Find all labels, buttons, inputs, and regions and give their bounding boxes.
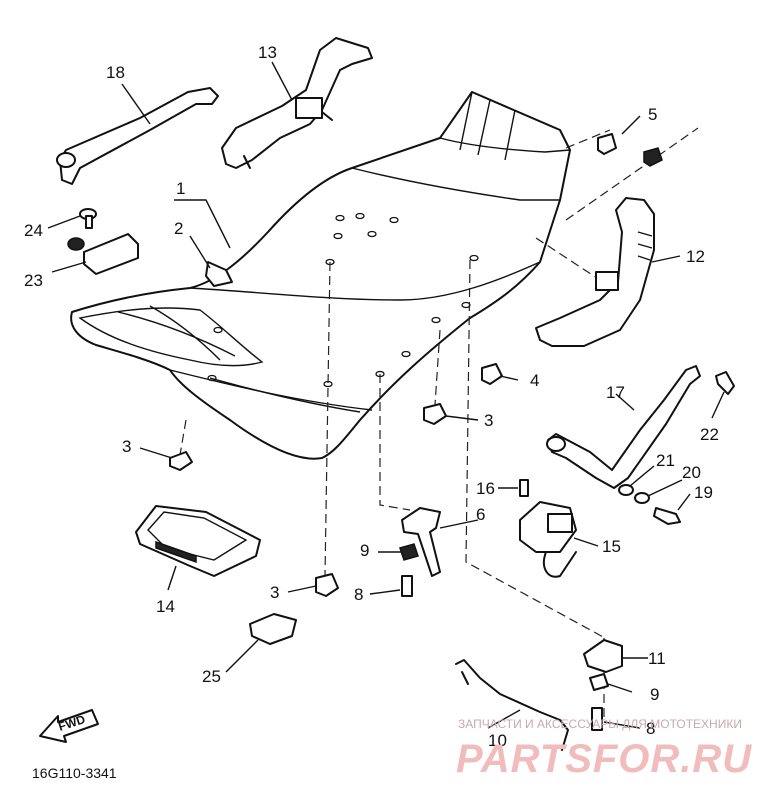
assembly-guide-lines xyxy=(179,127,699,720)
callout-10: 10 xyxy=(488,731,507,750)
callout-15: 15 xyxy=(602,537,621,556)
callout-14: 14 xyxy=(156,597,175,616)
callout-8a: 8 xyxy=(354,585,363,604)
diagram-code: 16G110-3341 xyxy=(32,765,117,781)
side-bar-17 xyxy=(546,365,701,489)
callout-3a: 3 xyxy=(122,437,131,456)
callout-3c: 3 xyxy=(270,583,279,602)
damper-block-23 xyxy=(67,233,139,275)
callout-5: 5 xyxy=(648,105,657,124)
callout-20: 20 xyxy=(682,463,701,482)
callout-9b: 9 xyxy=(650,685,659,704)
screw-24 xyxy=(79,208,97,229)
seat-lock-15 xyxy=(519,501,577,578)
callout-25: 25 xyxy=(202,667,221,686)
callout-4: 4 xyxy=(530,371,539,390)
callout-8b: 8 xyxy=(646,719,655,738)
callout-6: 6 xyxy=(476,505,485,524)
hook-bracket-6 xyxy=(401,507,441,577)
grab-bar-18 xyxy=(56,87,219,185)
callout-21: 21 xyxy=(656,451,675,470)
callout-2: 2 xyxy=(174,219,183,238)
callout-1: 1 xyxy=(176,179,185,198)
callout-16: 16 xyxy=(476,479,495,498)
forward-direction-arrow: FWD xyxy=(39,709,99,743)
callout-18: 18 xyxy=(106,63,125,82)
callout-23: 23 xyxy=(24,271,43,290)
callout-9a: 9 xyxy=(360,541,369,560)
hardware xyxy=(169,133,735,731)
leader-lines xyxy=(47,61,725,729)
callout-11: 11 xyxy=(648,649,666,668)
seat-assembly xyxy=(70,91,571,460)
bracket-13 xyxy=(221,37,373,169)
watermark: ЗАПЧАСТИ И АКСЕССУАРЫ ДЛЯ МОТОТЕХНИКИ PA… xyxy=(456,717,752,781)
watermark-brand: PARTSFOR.RU xyxy=(456,737,752,781)
callout-22: 22 xyxy=(700,425,719,444)
callout-13: 13 xyxy=(258,43,277,62)
bracket-11 xyxy=(583,639,623,673)
callout-19: 19 xyxy=(694,483,713,502)
callout-17: 17 xyxy=(606,383,625,402)
callout-labels: 1 2 3 3 3 4 5 6 8 8 9 9 10 11 12 13 14 1… xyxy=(24,43,719,750)
cable-10 xyxy=(455,659,569,751)
watermark-caption: ЗАПЧАСТИ И АКСЕССУАРЫ ДЛЯ МОТОТЕХНИКИ xyxy=(458,717,742,731)
callout-24: 24 xyxy=(24,221,43,240)
grab-rail-12 xyxy=(535,197,655,347)
callout-3b: 3 xyxy=(484,411,493,430)
tray-14 xyxy=(135,505,261,577)
pad-25 xyxy=(249,613,297,645)
callout-12: 12 xyxy=(686,247,705,266)
